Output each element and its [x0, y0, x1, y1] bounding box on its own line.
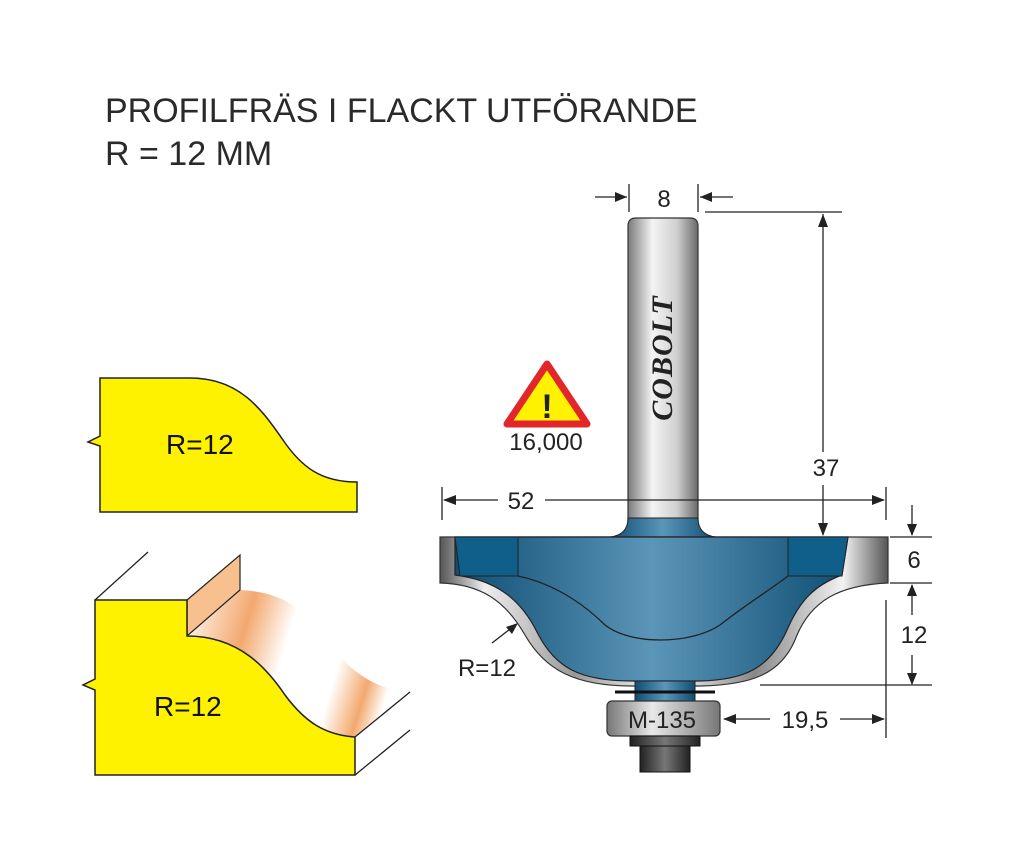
warning-triangle-icon [503, 360, 591, 428]
dim-total-length: 37 [813, 455, 840, 482]
flat-profile: R=12 [86, 377, 358, 513]
warning-exclamation: ! [541, 388, 552, 426]
dim-cutting-diameter: 52 [508, 488, 535, 515]
perspective-profile: R=12 [81, 551, 411, 776]
dim-bearing-offset: 19,5 [782, 707, 829, 734]
dim-shank-diameter: 8 [657, 186, 670, 213]
dim-top-height: 6 [907, 547, 920, 574]
title-line-2: R = 12 MM [105, 135, 272, 173]
dim-profile-height: 12 [901, 622, 928, 649]
router-bit: COBOLT M-135 [439, 217, 889, 773]
dimensions: 8 37 52 6 12 19,5 R=12 [441, 184, 932, 738]
bit-radius-label: R=12 [458, 655, 516, 682]
bearing-label: M-135 [628, 707, 696, 734]
brand-text: COBOLT [646, 295, 679, 421]
shank [627, 217, 699, 523]
warning-sign: ! 16,000 [503, 360, 591, 456]
max-rpm: 16,000 [509, 429, 582, 456]
title-line-1: PROFILFRÄS I FLACKT UTFÖRANDE [105, 92, 698, 130]
perspective-profile-label: R=12 [154, 691, 222, 722]
flat-profile-label: R=12 [166, 429, 234, 460]
